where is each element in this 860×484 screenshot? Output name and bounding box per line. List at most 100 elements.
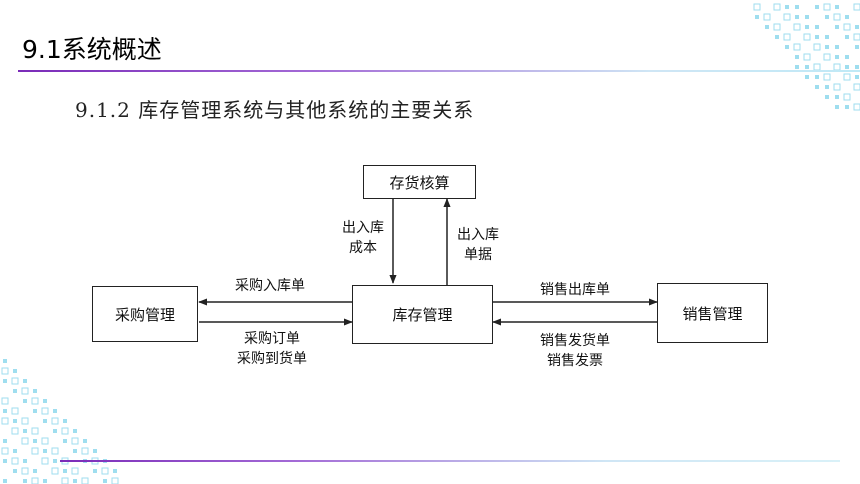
decor-square xyxy=(41,457,49,465)
edge-label-accounting-to-inventory: 出入库 单据 xyxy=(452,225,504,265)
decor-square xyxy=(815,85,819,89)
decor-square xyxy=(805,65,809,69)
decor-square xyxy=(785,45,789,49)
decor-square xyxy=(63,469,67,473)
decor-square xyxy=(31,447,39,455)
edge-label-line: 销售出库单 xyxy=(540,282,610,298)
decor-square xyxy=(795,5,799,9)
decor-square xyxy=(13,449,17,453)
decor-square xyxy=(855,75,859,79)
decor-square xyxy=(815,25,819,29)
edge-label-inventory-to-accounting: 出入库 成本 xyxy=(337,218,389,258)
decor-square xyxy=(783,33,791,41)
bottom-divider xyxy=(60,460,840,462)
decor-square xyxy=(21,437,29,445)
decor-square xyxy=(31,427,39,435)
decor-square xyxy=(21,467,29,475)
decor-square xyxy=(13,389,17,393)
edge-label-line: 采购到货单 xyxy=(237,351,307,367)
decor-square xyxy=(103,479,107,483)
decor-square xyxy=(845,35,849,39)
decor-square xyxy=(785,5,789,9)
decor-square xyxy=(765,25,769,29)
decor-square xyxy=(833,13,841,21)
edge-label-line: 采购入库单 xyxy=(235,278,305,294)
decor-square xyxy=(43,419,47,423)
decor-square xyxy=(3,379,7,383)
decor-square xyxy=(63,439,67,443)
decor-square xyxy=(805,25,809,29)
decor-square xyxy=(793,23,801,31)
decor-square xyxy=(3,439,7,443)
decor-square xyxy=(823,53,831,61)
decor-square xyxy=(61,427,69,435)
decor-square xyxy=(823,3,831,11)
decor-square xyxy=(793,43,801,51)
decor-square xyxy=(795,15,799,19)
decor-square xyxy=(763,13,771,21)
decor-square xyxy=(23,379,27,383)
decor-square xyxy=(101,467,109,475)
decor-square xyxy=(843,93,851,101)
decor-square xyxy=(23,399,27,403)
decor-square xyxy=(835,5,839,9)
decor-square xyxy=(825,95,829,99)
node-purchase-management-label: 采购管理 xyxy=(114,305,175,324)
decor-square xyxy=(3,459,7,463)
decor-square xyxy=(805,15,809,19)
decor-square xyxy=(815,75,819,79)
decor-square xyxy=(835,55,839,59)
decor-square xyxy=(51,447,59,455)
decor-square xyxy=(815,5,819,9)
decor-square xyxy=(43,399,47,403)
decor-square xyxy=(93,449,97,453)
decor-square xyxy=(845,55,849,59)
decor-square xyxy=(41,437,49,445)
decor-square xyxy=(773,3,781,11)
decor-square xyxy=(825,15,829,19)
decor-square xyxy=(93,469,97,473)
decor-square xyxy=(61,477,69,484)
decor-square xyxy=(855,45,859,49)
decor-square xyxy=(1,447,9,455)
edge-label-line: 销售发货单 xyxy=(540,333,610,349)
decor-square xyxy=(775,35,779,39)
decor-square xyxy=(755,15,759,19)
decor-square xyxy=(53,429,57,433)
decor-square xyxy=(111,477,119,484)
node-sales-management: 销售管理 xyxy=(657,283,768,343)
decor-square xyxy=(835,25,839,29)
slide-title: 9.1系统概述 xyxy=(22,35,162,64)
decor-square xyxy=(11,457,19,465)
decor-square xyxy=(81,447,89,455)
decor-square xyxy=(803,33,811,41)
decor-square xyxy=(853,83,860,91)
node-inventory-accounting: 存货核算 xyxy=(363,165,476,199)
decor-square xyxy=(855,65,859,69)
decor-square xyxy=(825,35,829,39)
edge-label-line: 单据 xyxy=(464,247,492,263)
decor-square xyxy=(53,409,57,413)
decor-square xyxy=(33,409,37,413)
decor-square xyxy=(845,15,849,19)
decor-square xyxy=(1,417,9,425)
decor-square xyxy=(3,479,7,483)
decor-square xyxy=(853,33,860,41)
node-inventory-management-label: 库存管理 xyxy=(392,306,453,324)
decor-square xyxy=(11,427,19,435)
section-subtitle: 9.1.2 库存管理系统与其他系统的主要关系 xyxy=(75,98,475,122)
decor-square xyxy=(13,419,17,423)
decor-square xyxy=(33,439,37,443)
decor-square xyxy=(33,469,37,473)
decor-square xyxy=(753,3,761,11)
top-right-square-pattern xyxy=(753,3,860,111)
decor-square xyxy=(23,459,27,463)
decor-square xyxy=(113,469,117,473)
node-inventory-accounting-label: 存货核算 xyxy=(389,173,450,192)
decor-square xyxy=(825,85,829,89)
decor-square xyxy=(835,105,839,109)
decor-square xyxy=(11,377,19,385)
decor-square xyxy=(23,479,27,483)
decor-square xyxy=(31,477,39,484)
